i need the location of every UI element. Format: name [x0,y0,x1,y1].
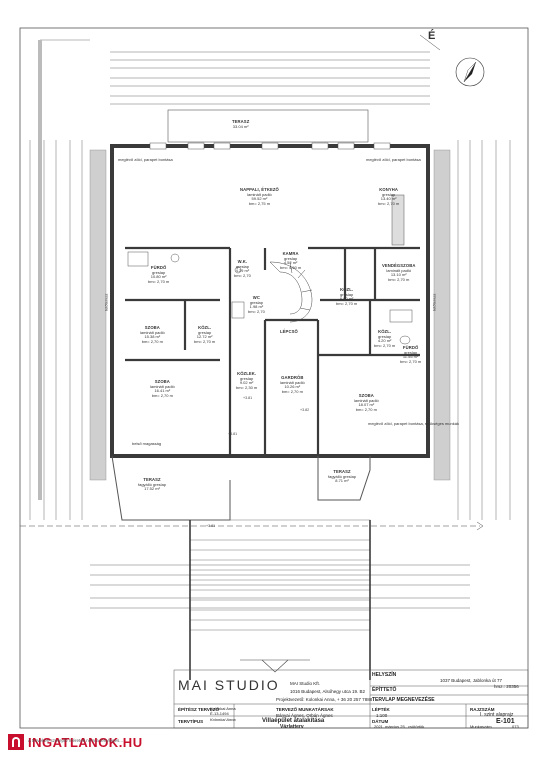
project-lead: Projektvezető: Kolonkai Anna, + 36 20 25… [276,697,373,702]
right-planting-strip [433,149,451,481]
room-kozl-left: KÖZL. greslap 12.72 m² bm= 2,70 m [194,325,216,344]
note-roof-terrace-right: tetőterasz [431,293,437,312]
dimension-lines-bottom [90,564,470,609]
datum-label: DÁTUM [372,719,389,724]
titleblock-grid [173,669,529,729]
room-gardrob: GARDRÓB laminált padló 10.26 m² bm= 2,70… [280,375,305,394]
tervlap-label: TERVLAP MEGNEVEZÉSE [372,697,435,703]
dimension-lines-sides [29,140,511,520]
terrace-bottom-left [111,455,231,521]
level-marker: +3.81 [243,396,253,400]
room-furdo-left: FÜRDŐ greslap 10.80 m² bm= 2,70 m [148,265,170,284]
terrace-bottom-right [317,456,371,501]
helyszin-value: 1037 Budapest, Jablonka út 77 [440,678,503,683]
tervtipus-label: TERVTÍPUS [178,719,204,724]
lepték-label: LÉPTÉK [372,707,390,712]
note-parapet-lower: meglévő zöld, parapet bontása, szükséges… [368,421,459,426]
site-hatch-left [38,40,42,500]
room-kozlek: KÖZLEK. greslap 9.02 m² bm= 2,30 m [236,371,258,390]
room-lepcso: LÉPCSŐ [280,329,298,334]
hrsz-value: hrsz.: 20356 [494,684,519,689]
project-subtitle: Vázlatterv [280,724,304,730]
tervlap-value: I. szint alaprajz [480,712,514,718]
helyszin-label: HELYSZÍN [372,672,397,678]
terrace-top [167,109,369,143]
room-wc-top: W.K. greslap 4.29 m² bm= 2,70 [234,259,251,278]
room-szoba-br: SZOBA laminált padló 18.07 m² bm= 2,70 m [354,393,379,412]
note-parapet-right: meglévő zöld, parapet bontása [366,157,421,162]
note-inner-height: belső magasság [132,441,162,446]
epitesz-signature: Kolonkai Anna [210,717,236,722]
room-konyha: KONYHA greslap 13.40 m² bm= 2,70 m [378,187,400,206]
interior-walls [125,246,420,456]
epitteto-label: ÉPÍTTETŐ [372,687,397,693]
munkaszam-label: Munkaszám [470,724,492,729]
kitchen-counter [391,194,405,246]
datum-value: 2021. március 25., csütörtök [374,724,425,729]
rajzszam-value: E-101 [496,718,515,725]
rajzszam-label: RAJZSZÁM [470,707,495,712]
site-boundary [39,39,90,500]
munkatarsak-label: TERVEZŐ MUNKATÁRSAK [276,707,334,712]
windows-top [149,142,391,150]
disclaimer-note: A terveken szereplő méretek nem a tényle… [28,738,124,743]
north-label-marker [419,34,441,51]
room-terasz-bl: TERASZ fagyálló greslap 17.52 m² [138,477,167,492]
company-address: 1016 Budapest, Alsóhegy utca 19. B2 [290,689,366,694]
level-marker: +3.81 [206,524,216,528]
epitesz-label: ÉPÍTÉSZ TERVEZŐ [178,707,220,712]
dimension-lines-top [110,51,430,105]
left-planting-strip [89,149,107,481]
entrance-walls [189,520,371,680]
munkatarsak-value: Bányai Ágnes, Orbán Ágnes [276,713,333,718]
section-markers [20,521,484,531]
north-arrow-icon [455,57,485,87]
room-vendeg: VENDÉGSZOBA laminált padló 13.10 m² bm= … [382,263,416,282]
level-marker: +3.82 [300,408,310,412]
note-roof-terrace-left: tetőterasz [103,293,109,312]
room-terasz-br: TERASZ fagyálló greslap 8.71 m² [328,469,357,484]
room-terasz-top: TERASZ 33.04 m² [232,119,250,129]
watermark-text: INGATLANOK.HU [28,735,143,750]
watermark: INGATLANOK.HU [8,732,178,754]
room-kamra: KAMRA greslap 4.52 m² bm= 4,50 m [280,251,302,270]
epitesz-value: Kolonkai Anna [210,706,236,711]
note-parapet-left: meglévő zöld, parapet bontása [118,157,173,162]
room-szoba-left: SZOBA laminált padló 15.38 m² bm= 2,70 m [140,325,165,344]
entrance-gate [240,659,310,673]
project-title: Villaépület átalakítása [262,718,325,724]
watermark-logo-icon [8,734,24,750]
room-szoba-bl: SZOBA laminált padló 16.41 m² bm= 2,70 m [150,379,175,398]
level-marker: +3.81 [228,432,238,436]
room-kozl-mid: KÖZL. greslap 4.20 m² bm= 2,70 m [374,329,396,348]
staircase [269,261,313,323]
bathroom-fixtures [127,251,413,345]
company-logo: MAI STUDIO [178,677,280,693]
lepték-value: 1:100 [376,713,388,718]
company-name: MAI Studio Kft. [290,681,321,686]
room-wc-mid: WC greslap 1.98 m² bm= 2,70 [248,295,265,314]
munkaszam-value: 073 [512,724,519,729]
room-kozl-right: KÖZL. greslap 6.80 m² bm= 2,70 m [336,287,358,306]
room-furdo-right: FÜRDŐ greslap 11.55 m² bm= 2,70 m [400,345,422,364]
room-nappali: NAPPALI, ÉTKEZŐ laminált padló 59.52 m² … [240,187,279,206]
epitesz-reg: É-13-1494 [210,711,229,716]
north-label: É [428,30,436,42]
